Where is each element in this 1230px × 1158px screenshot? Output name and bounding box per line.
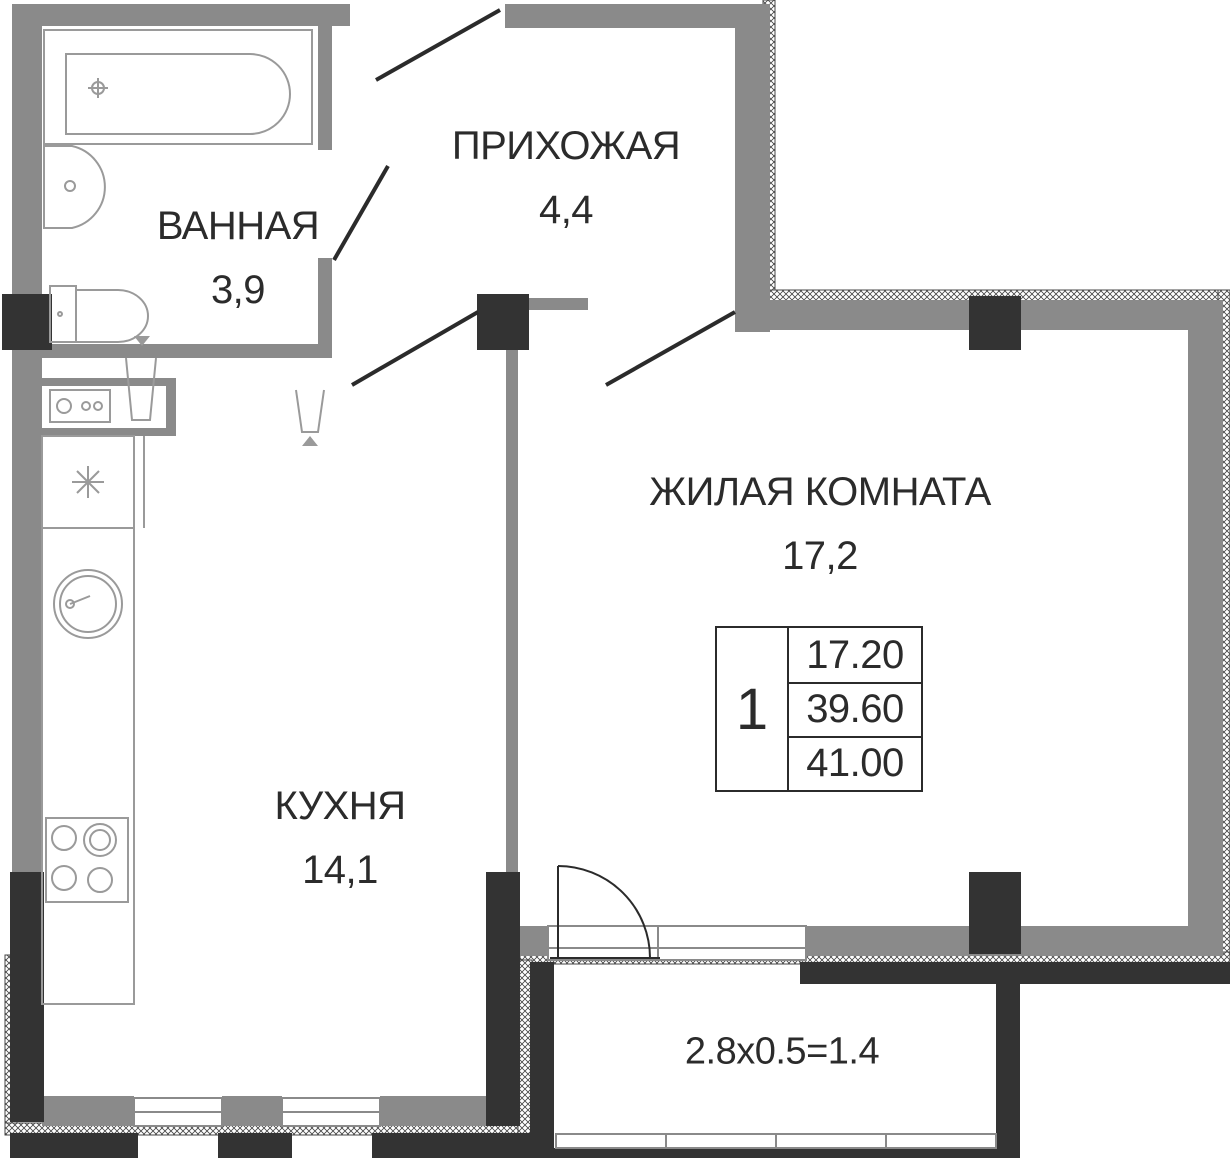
room-area: 3,9 [210, 268, 266, 312]
bathtub [43, 29, 313, 145]
stamp-living-area: 17.20 [789, 628, 921, 684]
door-bathroom [332, 165, 390, 261]
room-area: 4,4 [538, 188, 594, 232]
walls [12, 4, 1223, 1126]
door-balcony [550, 865, 660, 959]
door-entrance [375, 8, 501, 82]
stamp-total-area: 39.60 [789, 682, 921, 738]
room-label-hallway: ПРИХОЖАЯ 4,4 [451, 114, 681, 242]
stamp-rooms-count: 1 [717, 628, 789, 790]
door-kitchen [350, 310, 480, 387]
boiler-niche [49, 336, 325, 446]
kitchen-stove [45, 817, 129, 903]
stamp-total-with-balcony: 41.00 [806, 740, 904, 785]
room-name: КУХНЯ [274, 784, 406, 828]
columns [2, 294, 1230, 1158]
room-name: ПРИХОЖАЯ [451, 124, 681, 168]
room-label-kitchen: КУХНЯ 14,1 [274, 774, 406, 902]
room-label-bathroom: ВАННАЯ 3,9 [156, 194, 320, 322]
door-living-room [605, 310, 736, 387]
room-name: ЖИЛАЯ КОМНАТА [649, 470, 991, 514]
toilet [49, 285, 149, 343]
room-label-living-room: ЖИЛАЯ КОМНАТА 17,2 [649, 460, 991, 588]
windows [133, 925, 997, 1149]
area-stamp: 1 17.20 39.60 41.00 [715, 626, 923, 792]
sink-bathroom [43, 145, 106, 229]
kitchen-fridge [41, 435, 145, 529]
doors [332, 8, 736, 387]
kitchen-sink [53, 569, 123, 639]
room-area: 14,1 [302, 848, 378, 892]
balcony-label: 2.8x0.5=1.4 [684, 1030, 880, 1073]
kitchen-counter [41, 527, 135, 1005]
room-area: 17,2 [782, 534, 858, 578]
room-name: ВАННАЯ [156, 204, 320, 248]
